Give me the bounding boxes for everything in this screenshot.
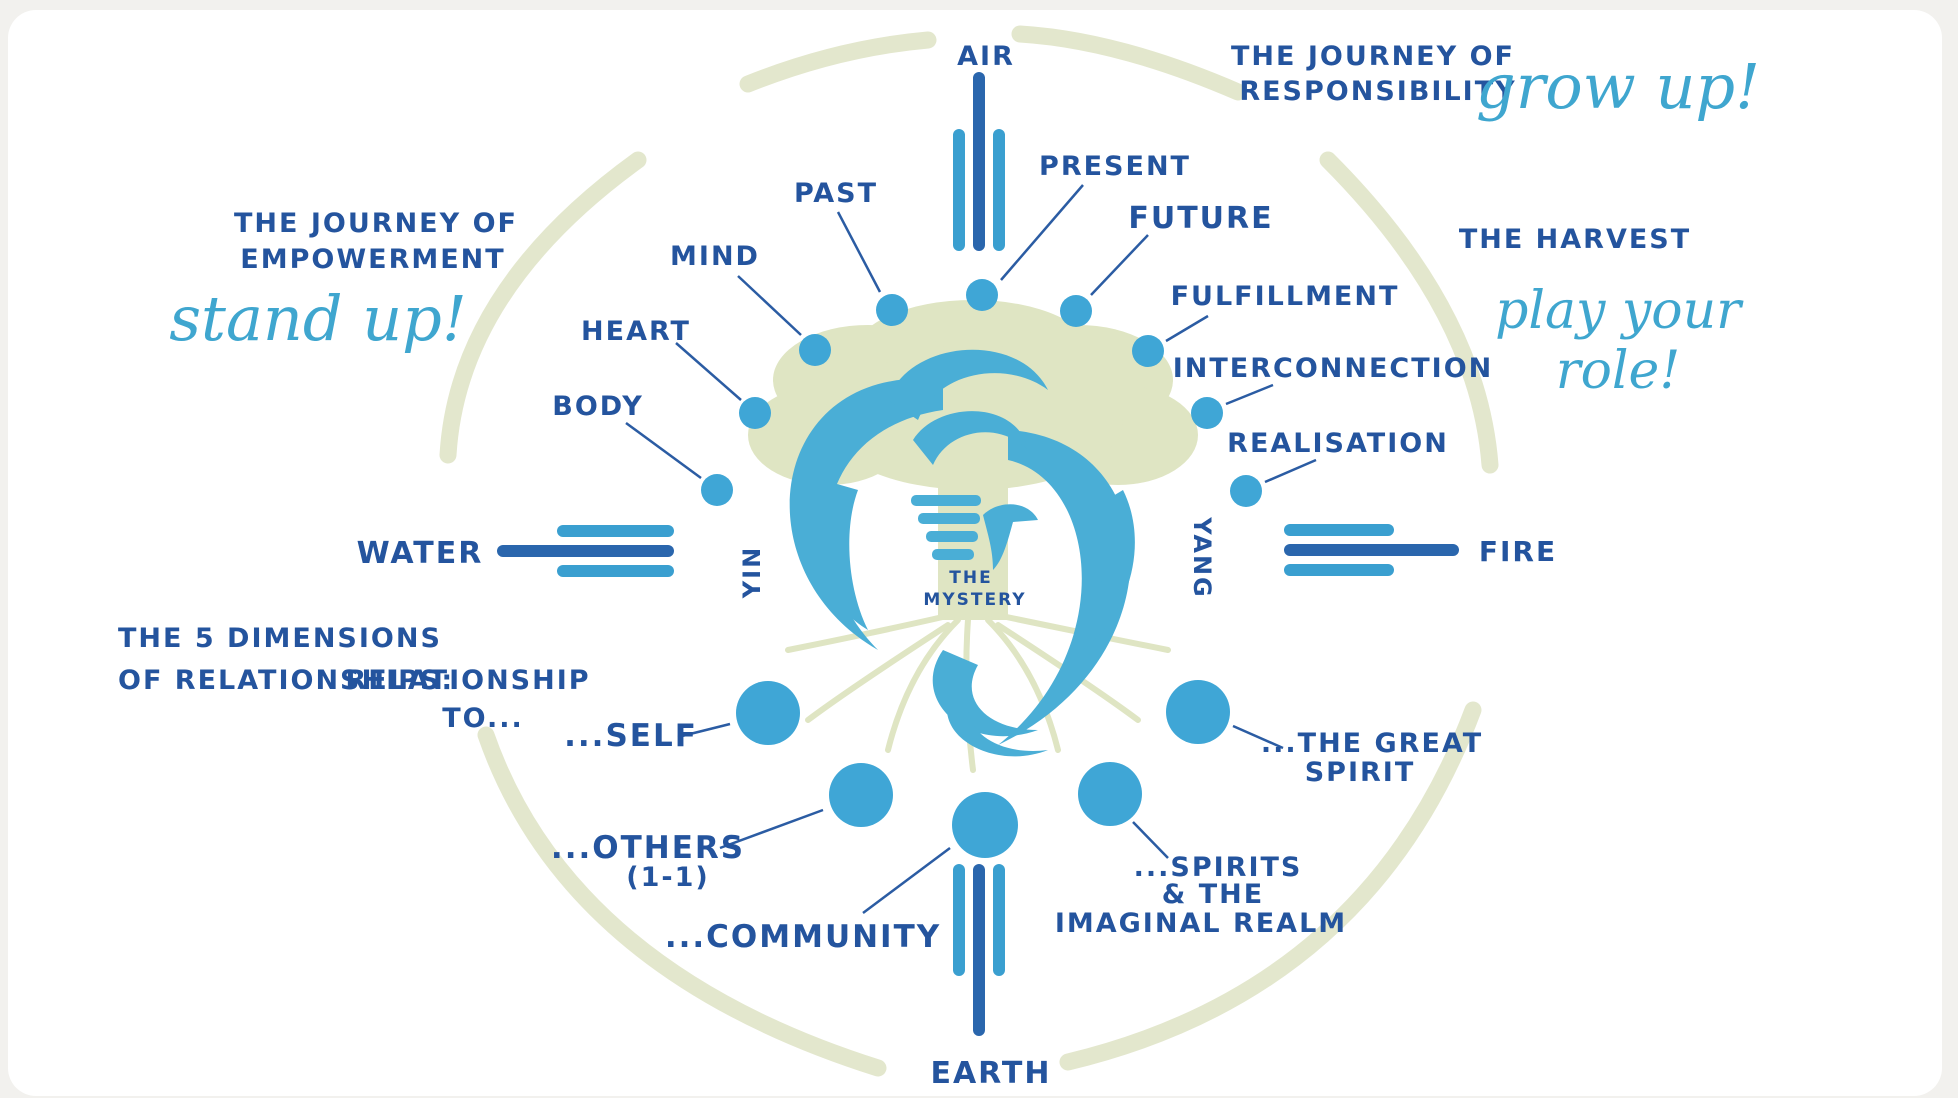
- realisation-label: REALISATION: [1227, 428, 1449, 459]
- ring-arc-top-left: [739, 31, 937, 93]
- spirits-label-line1: ...SPIRITS: [1134, 852, 1303, 883]
- fire-label: FIRE: [1479, 535, 1557, 568]
- great-spirit-label-line1: ...THE GREAT: [1261, 728, 1483, 759]
- dot-great-spirit: [1166, 680, 1230, 744]
- relationship-to-line2: TO...: [442, 703, 524, 734]
- yin-label: YIN: [738, 546, 766, 599]
- yang-label: YANG: [1188, 516, 1216, 598]
- dot-spirits: [1078, 762, 1142, 826]
- responsibility-call: grow up!: [1476, 50, 1760, 123]
- heart-label: HEART: [581, 316, 691, 347]
- dimensions-title-line1: THE 5 DIMENSIONS: [118, 623, 442, 654]
- dot-present: [966, 279, 998, 311]
- water-label: WATER: [357, 536, 484, 571]
- upper-dots: [701, 279, 1262, 507]
- tree-roots: [785, 607, 1171, 773]
- dot-body: [701, 474, 733, 506]
- dot-future: [1060, 295, 1092, 327]
- ring-arc-bottom-left: [477, 726, 887, 1077]
- canvas-card: THE MYSTERY YIN YANG AIR EARTH WATER FIR…: [8, 10, 1942, 1096]
- past-label: PAST: [794, 178, 878, 209]
- harvest-call-line1: play your: [1495, 281, 1744, 341]
- others-label-line1: ...OTHERS: [551, 830, 745, 866]
- great-spirit-label-line2: SPIRIT: [1305, 757, 1416, 788]
- dot-interconnection: [1191, 397, 1223, 429]
- dot-mind: [799, 334, 831, 366]
- present-label: PRESENT: [1039, 151, 1191, 182]
- fire-bars: [1284, 524, 1459, 576]
- fulfillment-label: FULFILLMENT: [1171, 281, 1400, 312]
- phoenix-symbol-icon: [789, 349, 1135, 757]
- ring-arc-right: [1319, 151, 1499, 474]
- ring-arc-bottom-right: [1059, 701, 1482, 1071]
- future-label: FUTURE: [1128, 201, 1273, 236]
- mystery-label-line2: MYSTERY: [923, 590, 1026, 610]
- relationship-dots: [736, 680, 1230, 858]
- dot-heart: [739, 397, 771, 429]
- dot-self: [736, 681, 800, 745]
- dot-fulfillment: [1132, 335, 1164, 367]
- ring-arc-left: [439, 151, 647, 464]
- mind-label: MIND: [670, 241, 760, 272]
- earth-label: EARTH: [930, 1056, 1051, 1091]
- responsibility-line1: THE JOURNEY OF: [1231, 41, 1515, 72]
- dot-realisation: [1230, 475, 1262, 507]
- dot-past: [876, 294, 908, 326]
- upper-leader-lines: [625, 184, 1317, 484]
- self-label: ...SELF: [564, 718, 698, 754]
- air-label: AIR: [957, 41, 1015, 72]
- dot-community: [952, 792, 1018, 858]
- medicine-wheel-diagram: THE MYSTERY YIN YANG AIR EARTH WATER FIR…: [118, 25, 1760, 1091]
- mystery-label-line1: THE: [949, 568, 992, 588]
- responsibility-line2: RESPONSIBILITY: [1239, 76, 1516, 107]
- earth-bars: [953, 864, 1005, 1036]
- empowerment-call: stand up!: [169, 282, 467, 355]
- spirits-label-line2: & THE: [1162, 879, 1264, 910]
- community-label: ...COMMUNITY: [665, 919, 941, 955]
- dimensions-title-line2: OF RELATIONSHIPS:: [118, 665, 454, 696]
- harvest-title: THE HARVEST: [1459, 224, 1691, 255]
- harvest-call-line2: role!: [1556, 341, 1680, 401]
- air-bars: [953, 72, 1005, 251]
- empowerment-line2: EMPOWERMENT: [240, 244, 505, 275]
- water-bars: [497, 525, 674, 577]
- interconnection-label: INTERCONNECTION: [1173, 353, 1494, 384]
- others-label-line2: (1-1): [626, 862, 709, 893]
- relationship-leader-lines: [677, 722, 1284, 915]
- body-label: BODY: [552, 391, 644, 422]
- empowerment-line1: THE JOURNEY OF: [234, 208, 518, 239]
- spirits-label-line3: IMAGINAL REALM: [1055, 908, 1347, 939]
- dot-others: [829, 763, 893, 827]
- outer-ring: [439, 25, 1499, 1077]
- relationship-to-line1: RELATIONSHIP: [345, 665, 590, 696]
- ring-arc-top-right: [1011, 25, 1247, 101]
